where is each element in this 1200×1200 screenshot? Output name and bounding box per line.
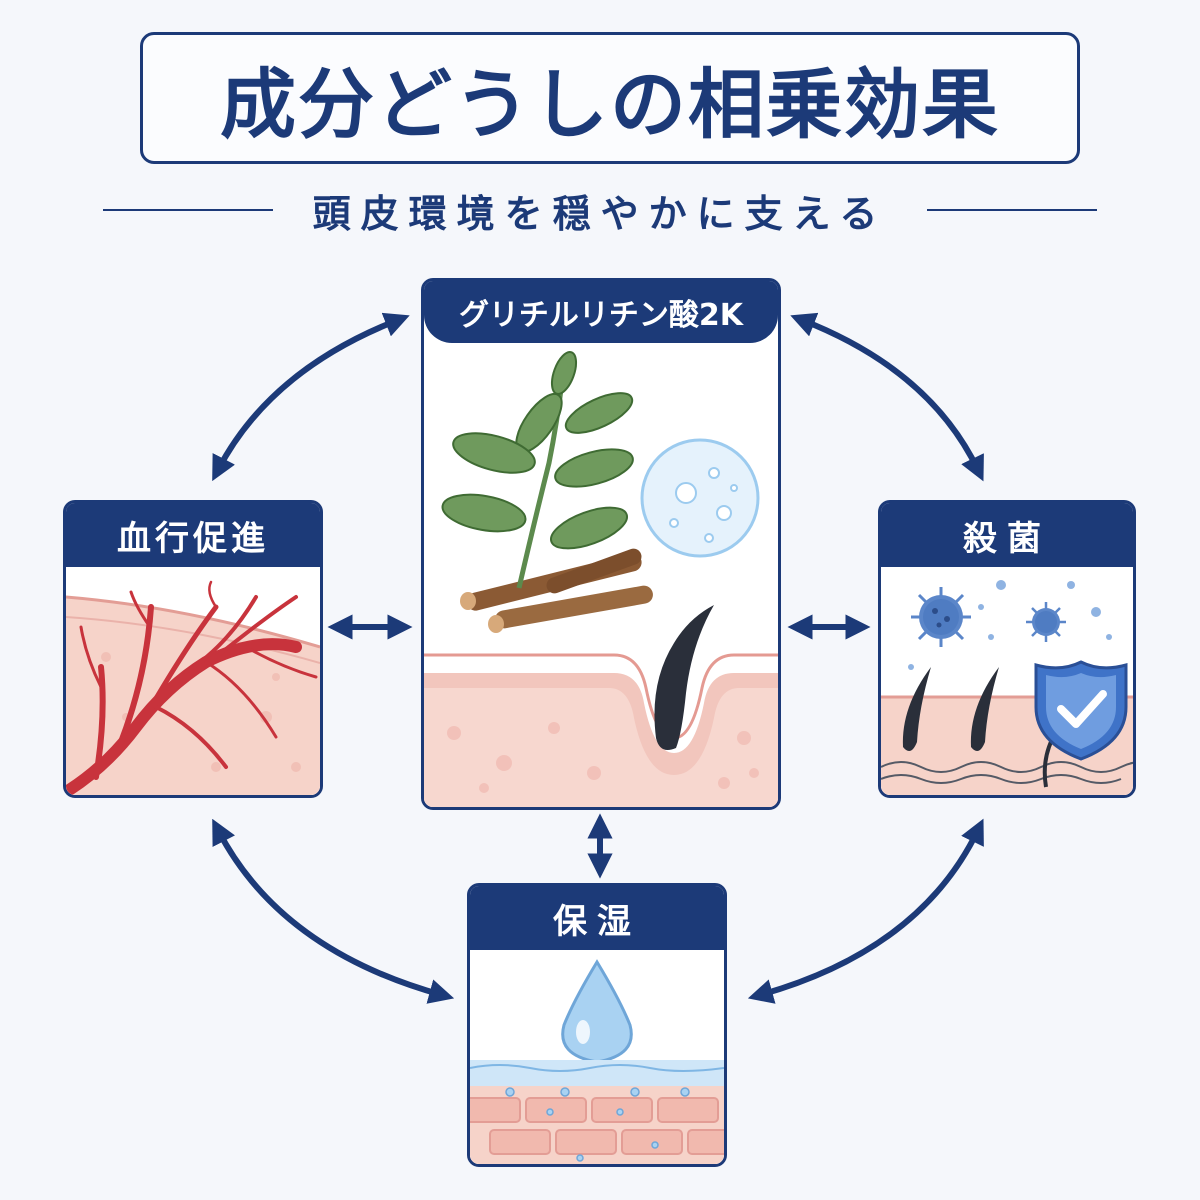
germ-icon-large: [911, 587, 971, 647]
licorice-illustration: [424, 343, 778, 807]
moisture-illustration: [470, 950, 724, 1164]
panel-blood-circulation-header: 血行促進: [66, 503, 320, 567]
arrow-right-top: [790, 312, 984, 482]
arrow-right-bottom: [747, 818, 984, 1004]
panel-glycyrrhizinate-header: グリチルリチン酸2K: [424, 281, 778, 343]
panel-moisturizing: 保湿: [467, 883, 727, 1167]
panel-blood-circulation: 血行促進: [63, 500, 323, 798]
subtitle-rule-left: [102, 209, 273, 211]
page-title: 成分どうしの相乗効果: [220, 60, 1000, 149]
panel-sterilization: 殺菌: [878, 500, 1136, 798]
shield-check-icon: [1034, 660, 1128, 761]
title-box: 成分どうしの相乗効果: [140, 32, 1080, 164]
germ-icon-small: [1026, 602, 1066, 642]
panel-moisturizing-header: 保湿: [470, 886, 724, 950]
panel-sterilization-header: 殺菌: [881, 503, 1133, 567]
arrow-left-top: [212, 312, 410, 482]
panel-glycyrrhizinate: グリチルリチン酸2K: [421, 278, 781, 810]
subtitle-row: 頭皮環境を穏やかに支える: [0, 182, 1200, 238]
sterilization-illustration: [881, 567, 1133, 795]
subtitle: 頭皮環境を穏やかに支える: [312, 191, 888, 236]
subtitle-rule-right: [927, 209, 1098, 211]
blood-vessel-illustration: [66, 567, 320, 795]
arrow-left-bottom: [212, 818, 455, 1004]
